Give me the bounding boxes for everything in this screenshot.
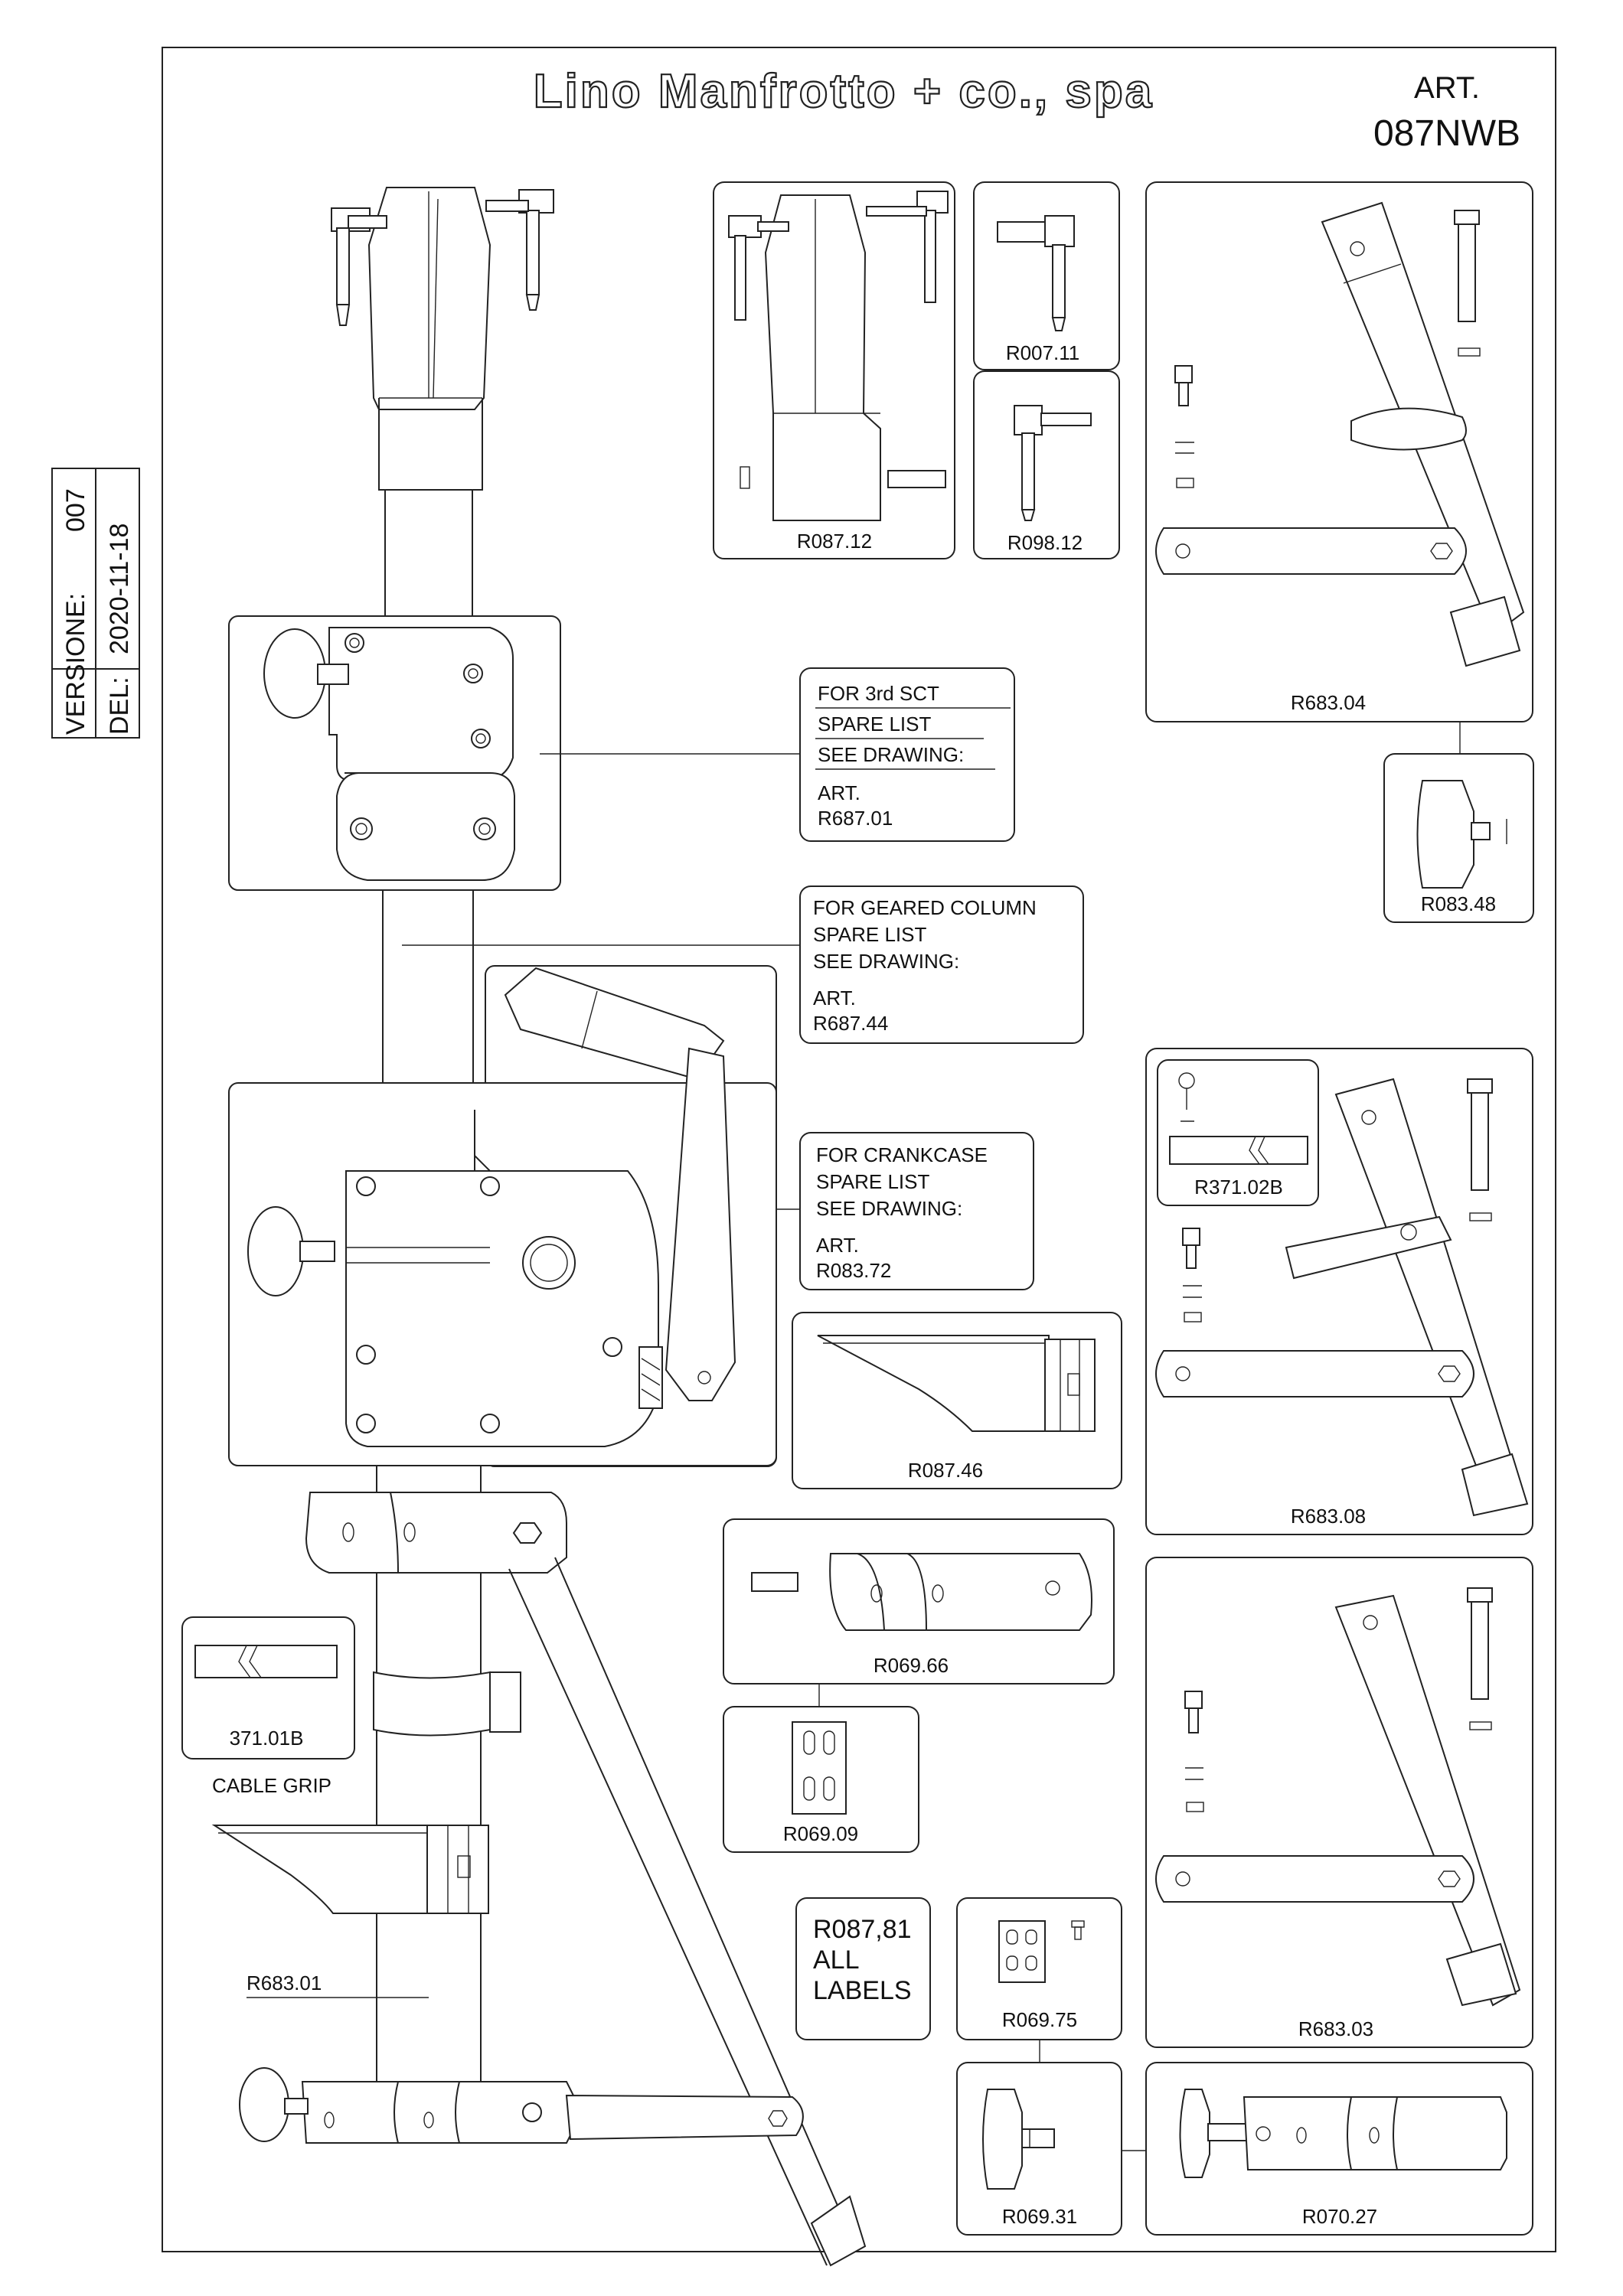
label-r007-11: R007.11 bbox=[1006, 341, 1079, 364]
svg-text:ART.: ART. bbox=[816, 1234, 859, 1257]
part-r371-02b: R371.02B bbox=[1157, 1059, 1319, 1206]
svg-text:SPARE LIST: SPARE LIST bbox=[816, 1170, 929, 1193]
versione-value: 007 bbox=[61, 488, 90, 532]
svg-text:SEE DRAWING:: SEE DRAWING: bbox=[816, 1197, 962, 1220]
svg-text:R083.72: R083.72 bbox=[816, 1259, 891, 1282]
svg-text:R687.44: R687.44 bbox=[813, 1012, 888, 1035]
cable-grip-code: 371.01B bbox=[230, 1727, 304, 1750]
label-r070-27: R070.27 bbox=[1302, 2205, 1377, 2228]
svg-text:FOR 3rd SCT: FOR 3rd SCT bbox=[818, 682, 939, 705]
labels-box: R087,81 ALL LABELS bbox=[795, 1897, 931, 2040]
label-r683-08: R683.08 bbox=[1291, 1505, 1366, 1528]
svg-text:ART.: ART. bbox=[818, 781, 860, 804]
cable-grip-caption: CABLE GRIP bbox=[212, 1774, 331, 1797]
version-box: VERSIONE: 007 DEL: 2020-11-18 bbox=[51, 468, 140, 739]
part-r098-12: R098.12 bbox=[973, 370, 1120, 559]
part-r087-12: R087.12 bbox=[713, 181, 955, 559]
svg-text:SPARE LIST: SPARE LIST bbox=[818, 713, 931, 735]
label-r069-09: R069.09 bbox=[783, 1822, 858, 1845]
part-r007-11: R007.11 bbox=[973, 181, 1120, 370]
svg-text:ALL: ALL bbox=[813, 1945, 860, 1975]
del-value: 2020-11-18 bbox=[105, 523, 134, 654]
callout-crankcase: FOR CRANKCASE SPARE LIST SEE DRAWING: AR… bbox=[799, 1132, 1034, 1290]
svg-text:LABELS: LABELS bbox=[813, 1976, 912, 2005]
label-r083-48: R083.48 bbox=[1421, 892, 1496, 915]
label-r683-03: R683.03 bbox=[1298, 2017, 1373, 2040]
del-label: DEL: bbox=[105, 677, 134, 735]
cable-grip-box: 371.01B CABLE GRIP bbox=[181, 1616, 355, 1797]
label-r069-66: R069.66 bbox=[874, 1654, 949, 1677]
callout-geared-column: FOR GEARED COLUMN SPARE LIST SEE DRAWING… bbox=[799, 885, 1084, 1044]
svg-text:R087,81: R087,81 bbox=[813, 1915, 912, 1944]
part-r069-09: R069.09 bbox=[723, 1706, 919, 1853]
label-r098-12: R098.12 bbox=[1007, 531, 1083, 554]
part-r083-48: R083.48 bbox=[1383, 753, 1534, 923]
label-r683-04: R683.04 bbox=[1291, 691, 1366, 714]
part-r087-46: R087.46 bbox=[792, 1312, 1122, 1489]
svg-text:FOR GEARED COLUMN: FOR GEARED COLUMN bbox=[813, 896, 1037, 919]
label-r069-31: R069.31 bbox=[1002, 2205, 1077, 2228]
art-label: ART. bbox=[1414, 71, 1480, 105]
label-r371-02b: R371.02B bbox=[1194, 1176, 1283, 1199]
svg-text:ART.: ART. bbox=[813, 987, 856, 1009]
part-r069-31: R069.31 bbox=[956, 2062, 1146, 2236]
callout-third-section: FOR 3rd SCT SPARE LIST SEE DRAWING: ART.… bbox=[799, 667, 1015, 842]
label-r087-12: R087.12 bbox=[797, 530, 872, 553]
svg-text:R687.01: R687.01 bbox=[818, 807, 893, 830]
label-r683-01: R683.01 bbox=[247, 1971, 322, 1994]
versione-label: VERSIONE: bbox=[61, 593, 90, 735]
part-r070-27: R070.27 bbox=[1145, 2062, 1533, 2236]
label-r087-46: R087.46 bbox=[908, 1459, 983, 1482]
part-r069-66: R069.66 bbox=[723, 1518, 1115, 1707]
svg-text:SPARE LIST: SPARE LIST bbox=[813, 923, 926, 946]
company-title: Lino Manfrotto + co., spa bbox=[534, 65, 1154, 118]
part-r683-04: R683.04 bbox=[1145, 181, 1533, 754]
part-r683-03: R683.03 bbox=[1145, 1557, 1533, 2048]
svg-text:SEE DRAWING:: SEE DRAWING: bbox=[813, 950, 959, 973]
drawing-frame bbox=[162, 47, 1556, 2252]
part-r069-75: R069.75 bbox=[956, 1897, 1122, 2063]
label-r069-75: R069.75 bbox=[1002, 2008, 1077, 2031]
main-stand-assembly: R683.01 bbox=[211, 187, 867, 2267]
svg-text:SEE DRAWING:: SEE DRAWING: bbox=[818, 743, 964, 766]
art-number: 087NWB bbox=[1373, 113, 1520, 154]
svg-text:FOR CRANKCASE: FOR CRANKCASE bbox=[816, 1143, 988, 1166]
